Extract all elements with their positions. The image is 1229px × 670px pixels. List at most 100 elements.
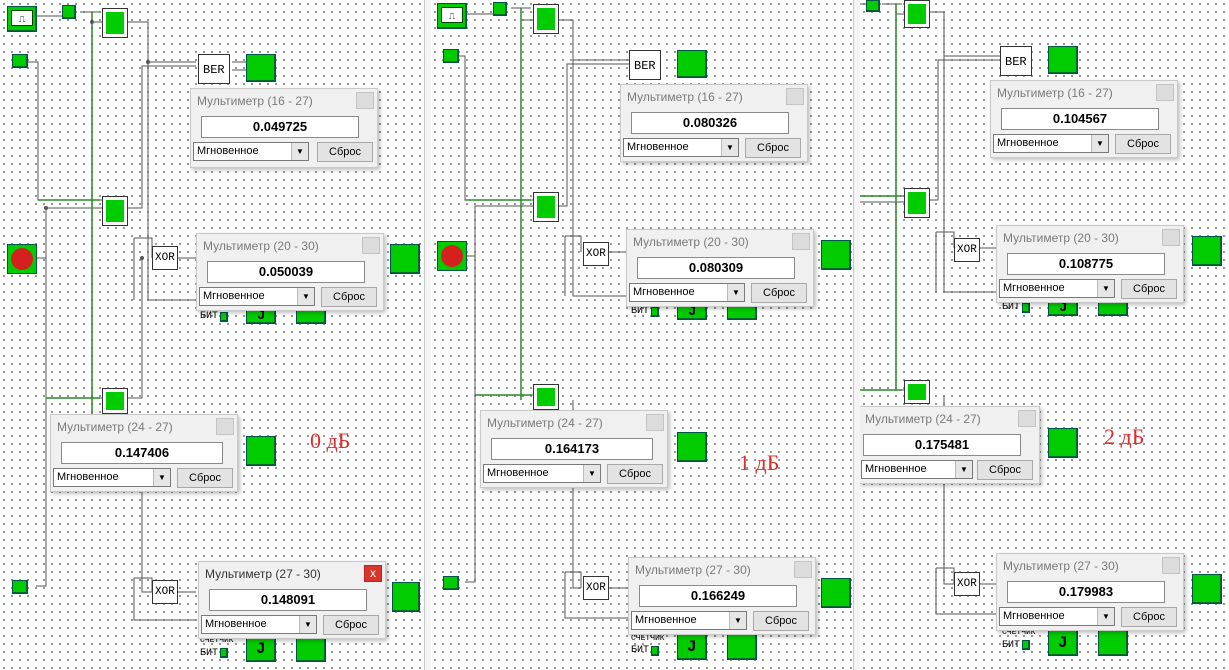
multimeter-window[interactable]: Мультиметр (16 - 27) 0.104567 Мгновенное… [990,80,1178,158]
reset-button[interactable]: Сброс [177,468,233,488]
xor-label: XOR [586,582,606,594]
xor-block[interactable]: XOR [954,238,980,262]
xor-block[interactable]: XOR [954,572,980,596]
scope-block[interactable] [677,432,707,462]
xor-block[interactable]: XOR [152,580,178,604]
reset-button[interactable]: Сброс [751,283,807,303]
scope-block[interactable] [1192,236,1222,266]
source-block[interactable] [12,580,28,594]
divide-block[interactable] [1098,628,1128,656]
close-icon[interactable] [646,414,664,431]
scope-block[interactable] [392,582,420,612]
close-icon[interactable]: x [364,565,382,582]
reset-button[interactable]: Сброс [1121,279,1177,299]
close-icon[interactable] [786,88,804,105]
reset-button[interactable]: Сброс [607,464,663,484]
multimeter-window[interactable]: Мультиметр (27 - 30) 0.166249 Мгновенное… [628,557,816,635]
small-source-block[interactable] [493,2,507,16]
reset-button[interactable]: Сброс [745,138,801,158]
source-block[interactable] [443,49,459,63]
close-icon[interactable] [216,418,234,435]
multimeter-value: 0.166249 [639,585,797,607]
mode-select-value: Мгновенное [635,614,697,626]
reset-button[interactable]: Сброс [317,142,373,162]
reset-button[interactable]: Сброс [977,460,1033,480]
mode-select[interactable]: Мгновенное▼ [199,287,315,306]
small-source-block[interactable] [866,0,880,12]
xor-block[interactable]: XOR [583,242,609,266]
multimeter-title: Мультиметр (16 - 27) [197,94,313,108]
close-icon[interactable] [1162,229,1180,246]
reset-button[interactable]: Сброс [323,615,379,635]
close-icon[interactable] [792,233,810,250]
mode-select[interactable]: Мгновенное▼ [631,611,747,630]
counter-label: СЧЕТЧИК [1002,628,1036,637]
ad-converter-block[interactable] [533,384,559,410]
schematic-panel-2db: BER XOR XOR БИТ J СЧЕТЧИК БИТ J Мультиме… [860,0,1229,670]
scope-block[interactable] [821,240,851,270]
ber-block[interactable]: BER [629,50,661,80]
xor-block[interactable]: XOR [583,576,609,600]
ad-converter-block[interactable] [102,196,128,226]
multimeter-window[interactable]: Мультиметр (27 - 30) 0.179983 Мгновенное… [996,553,1184,631]
mode-select[interactable]: Мгновенное▼ [993,134,1109,153]
multimeter-window[interactable]: Мультиметр (27 - 30) x 0.148091 Мгновенн… [198,561,386,639]
mode-select[interactable]: Мгновенное▼ [999,279,1115,298]
multimeter-title: Мультиметр (27 - 30) [635,563,751,577]
mode-select[interactable]: Мгновенное▼ [861,460,973,479]
ad-converter-block[interactable] [904,380,930,404]
ad-converter-block[interactable] [533,192,559,222]
multimeter-title: Мультиметр (27 - 30) [1003,559,1119,573]
source-block[interactable] [12,54,28,68]
mode-select[interactable]: Мгновенное▼ [201,615,317,634]
multimeter-window[interactable]: Мультиметр (16 - 27) 0.080326 Мгновенное… [620,84,808,162]
xor-block[interactable]: XOR [152,246,178,270]
multimeter-window[interactable]: Мультиметр (16 - 27) 0.049725 Мгновенное… [190,88,378,168]
mode-select[interactable]: Мгновенное▼ [999,607,1115,626]
reset-button[interactable]: Сброс [1115,134,1171,154]
multimeter-window[interactable]: Мультиметр (20 - 30) 0.050039 Мгновенное… [196,233,384,311]
reset-button[interactable]: Сброс [321,287,377,307]
scope-block[interactable] [1048,46,1078,74]
xor-label: XOR [155,252,175,264]
small-source-block[interactable] [62,5,76,19]
source-block[interactable] [443,576,459,590]
reset-button[interactable]: Сброс [753,611,809,631]
mode-select[interactable]: Мгновенное▼ [483,464,601,483]
multimeter-window[interactable]: Мультиметр (20 - 30) 0.108775 Мгновенное… [996,225,1184,303]
reset-button[interactable]: Сброс [1121,607,1177,627]
chevron-down-icon: ▼ [721,139,738,156]
close-icon[interactable] [356,92,374,109]
scope-block[interactable] [1048,428,1078,458]
j-block[interactable]: J [677,632,707,660]
scope-block[interactable] [821,578,851,608]
mode-select[interactable]: Мгновенное▼ [623,138,739,157]
ad-converter-block[interactable] [102,8,128,38]
multimeter-window[interactable]: Мультиметр (20 - 30) 0.080309 Мгновенное… [626,229,814,307]
mode-select[interactable]: Мгновенное▼ [53,468,171,487]
ad-converter-block[interactable] [904,188,930,218]
ad-converter-block[interactable] [102,388,128,414]
multimeter-window[interactable]: Мультиметр (24 - 27) 0.164173 Мгновенное… [480,410,668,488]
j-block[interactable]: J [1048,628,1078,656]
scope-block[interactable] [677,50,707,78]
ad-converter-block[interactable] [904,0,930,28]
multimeter-window[interactable]: Мультиметр (24 - 27) 0.175481 Мгновенное… [860,406,1040,484]
close-icon[interactable] [794,561,812,578]
mode-select-value: Мгновенное [865,463,927,475]
mode-select[interactable]: Мгновенное▼ [193,142,309,161]
close-icon[interactable] [362,237,380,254]
scope-block[interactable] [246,54,276,82]
mode-select[interactable]: Мгновенное▼ [629,283,745,302]
multimeter-window[interactable]: Мультиметр (24 - 27) 0.147406 Мгновенное… [50,414,238,492]
ber-block[interactable]: BER [198,54,230,84]
divide-block[interactable] [727,632,757,660]
ber-block[interactable]: BER [1000,46,1032,76]
scope-block[interactable] [390,244,420,274]
scope-block[interactable] [1192,574,1222,604]
close-icon[interactable] [1018,410,1036,427]
scope-block[interactable] [246,436,276,466]
close-icon[interactable] [1162,557,1180,574]
ad-converter-block[interactable] [533,4,559,34]
close-icon[interactable] [1156,84,1174,101]
